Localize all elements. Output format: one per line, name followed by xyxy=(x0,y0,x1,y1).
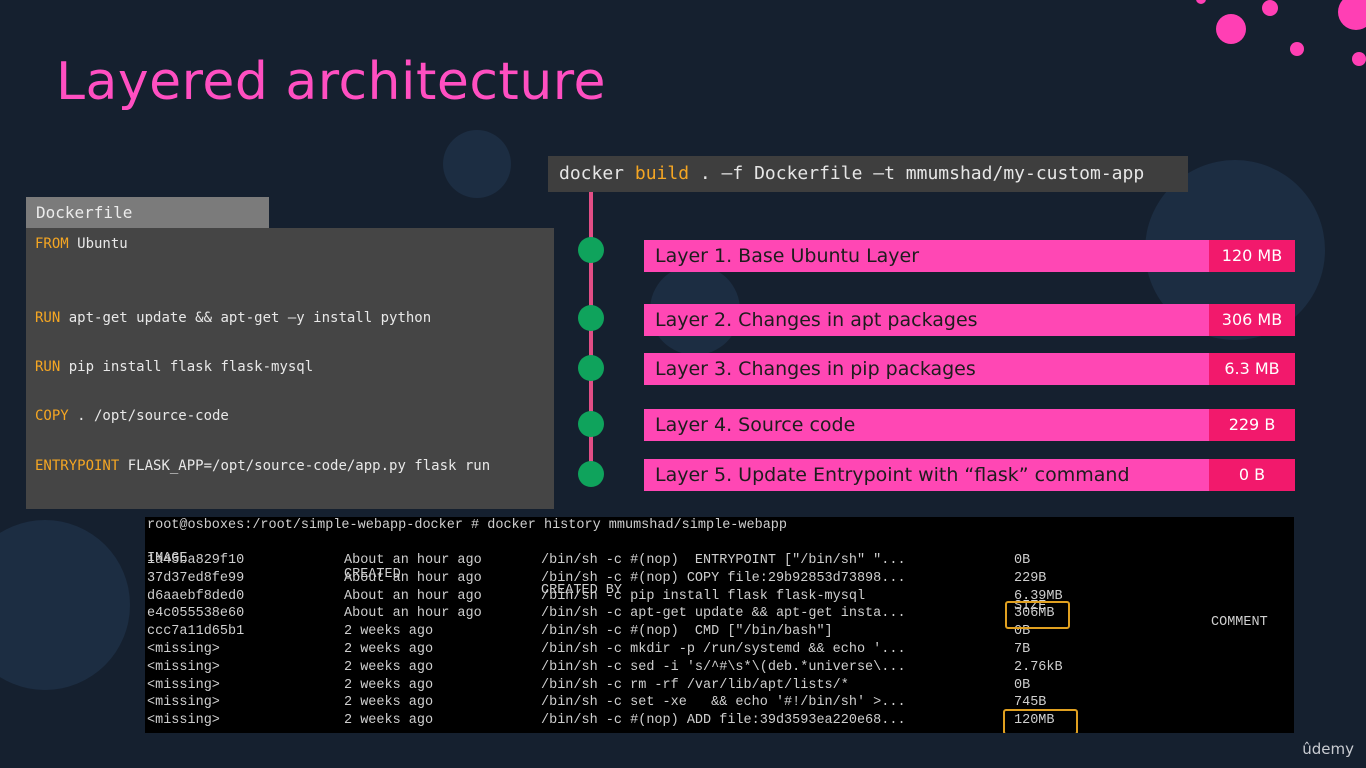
row-size: 745B xyxy=(1014,695,1047,711)
header-created-by: CREATED BY xyxy=(541,583,623,598)
docker-build-command: docker build . –f Dockerfile –t mmumshad… xyxy=(548,156,1188,192)
row-size: 0B xyxy=(1014,553,1031,568)
dockerfile-text: pip install flask flask-mysql xyxy=(60,359,314,375)
layer-4-size: 229 B xyxy=(1209,409,1295,441)
row-created: 2 weeks ago xyxy=(344,677,434,693)
dockerfile-line: RUN apt-get update && apt-get –y install… xyxy=(35,310,431,326)
dockerfile-keyword: RUN xyxy=(35,359,61,375)
row-created-by: /bin/sh -c apt-get update && apt-get ins… xyxy=(541,606,906,622)
row-created-by: /bin/sh -c #(nop) ADD file:39d3593ea220e… xyxy=(541,713,906,729)
row-created-by: /bin/sh -c mkdir -p /run/systemd && echo… xyxy=(541,642,906,657)
dockerfile-line: RUN pip install flask flask-mysql xyxy=(35,359,313,375)
layer-5-label: Layer 5. Update Entrypoint with “flask” … xyxy=(644,459,1209,491)
row-image: ccc7a11d65b1 xyxy=(147,624,245,640)
row-created-by: /bin/sh -c set -xe && echo '#!/bin/sh' >… xyxy=(541,695,906,711)
layer-5-size: 0 B xyxy=(1209,459,1295,491)
layer-1-size: 120 MB xyxy=(1209,240,1295,272)
row-created: 2 weeks ago xyxy=(344,624,434,640)
row-image: <missing> xyxy=(147,659,220,675)
pink-dot xyxy=(1216,14,1246,44)
layer-3-label: Layer 3. Changes in pip packages xyxy=(644,353,1209,385)
udemy-logo: ûdemy xyxy=(1302,740,1354,758)
row-created: 2 weeks ago xyxy=(344,659,434,675)
row-created-by: /bin/sh -c pip install flask flask-mysql xyxy=(541,588,866,604)
pink-dot xyxy=(1196,0,1206,4)
size-highlight-306mb xyxy=(1005,601,1070,629)
dockerfile-text: . /opt/source-code xyxy=(68,408,229,424)
layer-timeline xyxy=(589,192,593,486)
size-highlight-120mb xyxy=(1003,709,1078,733)
pink-dot xyxy=(1290,42,1304,56)
layer-2-size: 306 MB xyxy=(1209,304,1295,336)
row-size: 6.39MB xyxy=(1014,588,1063,604)
row-created: 2 weeks ago xyxy=(344,713,434,729)
layer-node xyxy=(578,237,604,263)
row-created: 2 weeks ago xyxy=(344,695,434,711)
dockerfile-text: FLASK_APP=/opt/source-code/app.py flask … xyxy=(119,458,491,474)
row-image: 1a45ba829f10 xyxy=(147,553,245,568)
row-image: 37d37ed8fe99 xyxy=(147,570,245,586)
row-created-by: /bin/sh -c sed -i 's/^#\s*\(deb.*univers… xyxy=(541,659,906,675)
row-size: 229B xyxy=(1014,570,1047,586)
row-size: 120MB xyxy=(1014,713,1055,729)
dockerfile-keyword: COPY xyxy=(35,408,69,424)
layer-node xyxy=(578,355,604,381)
row-created-by: /bin/sh -c #(nop) ENTRYPOINT ["/bin/sh" … xyxy=(541,553,906,568)
dockerfile-text: apt-get update && apt-get –y install pyt… xyxy=(60,310,432,326)
header-created: CREATED xyxy=(344,567,401,582)
pink-dot xyxy=(1352,52,1366,66)
layer-node xyxy=(578,411,604,437)
header-comment: COMMENT xyxy=(1211,615,1268,630)
dockerfile-keyword: RUN xyxy=(35,310,61,326)
row-image: e4c055538e60 xyxy=(147,606,245,622)
row-size: 306MB xyxy=(1014,606,1055,622)
layer-3-size: 6.3 MB xyxy=(1209,353,1295,385)
header-image: IMAGE xyxy=(147,551,188,566)
row-size: 0B xyxy=(1014,677,1031,693)
dockerfile-text: Ubuntu xyxy=(68,236,128,252)
dockerfile-line: FROM Ubuntu xyxy=(35,236,128,252)
dockerfile-line: ENTRYPOINT FLASK_APP=/opt/source-code/ap… xyxy=(35,458,490,474)
pink-dot xyxy=(1262,0,1278,16)
dockerfile-keyword: FROM xyxy=(35,236,69,252)
command-rest: . –f Dockerfile –t mmumshad/my-custom-ap… xyxy=(689,163,1145,184)
dockerfile-tab: Dockerfile xyxy=(26,197,269,228)
layer-node xyxy=(578,305,604,331)
command-keyword: build xyxy=(634,163,690,184)
layer-1-label: Layer 1. Base Ubuntu Layer xyxy=(644,240,1209,272)
layer-2-label: Layer 2. Changes in apt packages xyxy=(644,304,1209,336)
row-created: About an hour ago xyxy=(344,606,482,622)
dockerfile-keyword: ENTRYPOINT xyxy=(35,458,120,474)
row-created-by: /bin/sh -c rm -rf /var/lib/apt/lists/* xyxy=(541,677,849,693)
terminal-window[interactable]: root@osboxes:/root/simple-webapp-docker … xyxy=(145,517,1294,733)
layer-4-label: Layer 4. Source code xyxy=(644,409,1209,441)
row-created: About an hour ago xyxy=(344,570,482,586)
command-prefix: docker xyxy=(559,163,635,184)
bg-circle xyxy=(0,520,130,690)
layer-node xyxy=(578,461,604,487)
dockerfile-line: COPY . /opt/source-code xyxy=(35,408,229,424)
row-image: <missing> xyxy=(147,677,220,693)
row-image: <missing> xyxy=(147,713,220,729)
dockerfile-panel: FROM Ubuntu RUN apt-get update && apt-ge… xyxy=(26,228,554,509)
row-image: d6aaebf8ded0 xyxy=(147,588,245,604)
row-created: About an hour ago xyxy=(344,588,482,604)
slide-title: Layered architecture xyxy=(56,52,607,112)
pink-dot xyxy=(1338,0,1366,30)
bg-circle xyxy=(443,130,511,198)
row-created: 2 weeks ago xyxy=(344,642,434,657)
row-created-by: /bin/sh -c #(nop) CMD ["/bin/bash"] xyxy=(541,624,833,640)
row-size: 2.76kB xyxy=(1014,659,1063,675)
row-image: <missing> xyxy=(147,642,220,657)
terminal-prompt: root@osboxes:/root/simple-webapp-docker … xyxy=(147,518,788,533)
row-created: About an hour ago xyxy=(344,553,482,568)
row-created-by: /bin/sh -c #(nop) COPY file:29b92853d738… xyxy=(541,570,906,586)
row-size: 7B xyxy=(1014,642,1031,657)
row-image: <missing> xyxy=(147,695,220,711)
